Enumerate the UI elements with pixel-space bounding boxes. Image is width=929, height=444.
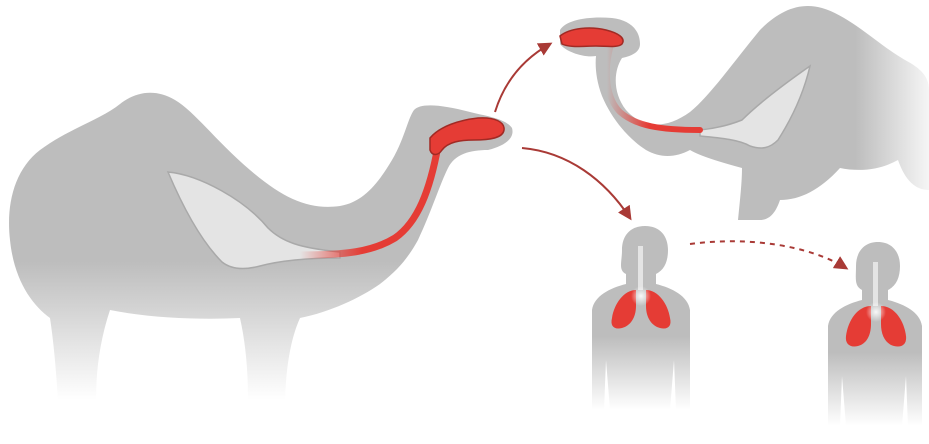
infection-glow [631,286,651,306]
arrow-camel-to-human [522,148,630,218]
infection-glow [866,302,886,322]
arrow-human-to-human [690,241,846,268]
human-infected [592,226,690,410]
arrow-camel-to-camel [495,44,550,112]
camel-to-camel [560,6,929,220]
source-camel [9,93,513,400]
human-secondary [828,242,922,426]
human-airway [873,262,878,306]
human-airway [638,246,643,290]
